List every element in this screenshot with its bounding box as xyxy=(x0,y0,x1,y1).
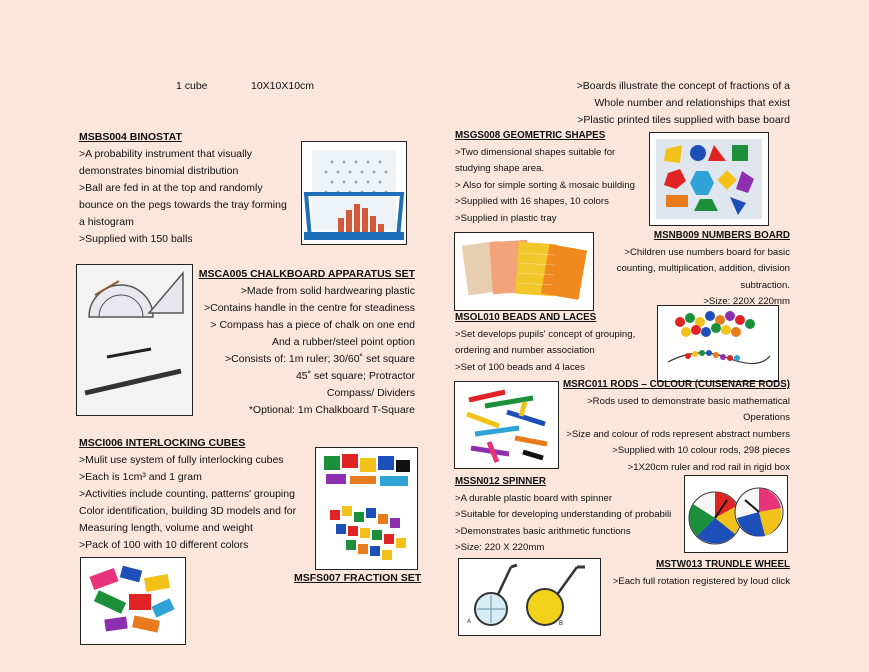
binostat-section: MSBS004 BINOSTAT >A probability instrume… xyxy=(79,129,287,248)
geometric-shapes-image xyxy=(649,132,769,226)
desc-line: Measuring length, volume and weight xyxy=(79,522,253,534)
desc-line: >Ball are fed in at the top and randomly xyxy=(79,182,263,194)
desc-line: >Size: 220X 220mm xyxy=(703,296,790,307)
desc-line: > Compass has a piece of chalk on one en… xyxy=(210,319,415,331)
desc-line: > Also for simple sorting & mosaic build… xyxy=(455,179,635,191)
numbers-board-section: MSNB009 NUMBERS BOARD >Children use numb… xyxy=(617,228,790,311)
fraction-set-image xyxy=(80,557,186,645)
desc-line: >Each full rotation registered by loud c… xyxy=(612,575,790,587)
desc-line: >Two dimensional shapes suitable for xyxy=(455,146,616,158)
rods-image xyxy=(454,381,559,469)
desc-line: demonstrates binomial distribution xyxy=(79,165,239,177)
wheel-a-caption: A xyxy=(467,619,472,625)
chalkboard-section: MSCA005 CHALKBOARD APPARATUS SET >Made f… xyxy=(199,266,415,419)
desc-line: >Supplied with 150 balls xyxy=(79,233,193,245)
desc-line: Compass/ Dividers xyxy=(326,387,415,399)
beads-image xyxy=(657,305,779,382)
desc-line: >Suitable for developing understanding o… xyxy=(455,509,672,520)
chalkboard-image xyxy=(76,264,193,416)
desc-line: And a rubber/steel point option xyxy=(271,336,415,348)
spinner-image xyxy=(684,475,788,553)
desc-line: >Supplied in plastic tray xyxy=(455,212,557,224)
fraction-desc-block: >Boards illustrate the concept of fracti… xyxy=(577,78,790,129)
desc-line: >A durable plastic board with spinner xyxy=(455,492,613,504)
desc-line: >Each is 1cm³ and 1 gram xyxy=(79,471,202,483)
desc-line: >Boards illustrate the concept of fracti… xyxy=(576,80,790,92)
product-title: MSSN012 SPINNER xyxy=(455,476,546,487)
product-title: MSCI006 INTERLOCKING CUBES xyxy=(79,437,246,449)
cubes-image xyxy=(315,447,418,570)
product-title: MSRC011 RODS – COLOUR (CUISENARE RODS) xyxy=(563,379,790,390)
wheel-b-caption: B xyxy=(559,621,564,627)
desc-line: >Pack of 100 with 10 different colors xyxy=(79,539,249,551)
desc-line: Operations xyxy=(743,412,790,423)
spinner-section: MSSN012 SPINNER >A durable plastic board… xyxy=(455,474,685,557)
beads-section: MSOL010 BEADS AND LACES >Set develops pu… xyxy=(455,310,635,376)
desc-line: >Size and colour of rods represent abstr… xyxy=(566,428,790,440)
desc-line: >Set develops pupils' concept of groupin… xyxy=(455,328,636,340)
rods-section: MSRC011 RODS – COLOUR (CUISENARE RODS) >… xyxy=(563,377,790,476)
desc-line: >1X20cm ruler and rod rail in rigid box xyxy=(627,461,790,473)
product-title: MSOL010 BEADS AND LACES xyxy=(455,312,597,323)
geometric-section: MSGS008 GEOMETRIC SHAPES >Two dimensiona… xyxy=(455,128,635,227)
trundle-section: MSTW013 TRUNDLE WHEEL >Each full rotatio… xyxy=(613,557,790,590)
desc-line: 45˚ set square; Protractor xyxy=(295,370,415,382)
product-title: MSCA005 CHALKBOARD APPARATUS SET xyxy=(198,268,415,280)
desc-line: >Size: 220 X 220mm xyxy=(455,542,545,553)
desc-line: a histogram xyxy=(79,216,134,228)
binostat-image xyxy=(301,141,407,245)
desc-line: >Demonstrates basic arithmetic functions xyxy=(455,525,631,537)
product-title: MSNB009 NUMBERS BOARD xyxy=(653,230,790,241)
desc-line: Whole number and relationships that exis… xyxy=(594,97,790,109)
desc-line: >Supplied with 16 shapes, 10 colors xyxy=(455,196,609,207)
desc-line: >A probability instrument that visually xyxy=(79,148,253,160)
desc-line: >Activities include counting, patterns' … xyxy=(79,488,295,500)
product-title: MSFS007 FRACTION SET xyxy=(294,572,422,584)
desc-line: >Set of 100 beads and 4 laces xyxy=(455,361,585,373)
cube-qty: 1 cube xyxy=(176,80,208,92)
desc-line: Color identification, building 3D models… xyxy=(79,505,297,517)
desc-line: >Rods used to demonstrate basic mathemat… xyxy=(587,395,790,407)
desc-line: >Contains handle in the centre for stead… xyxy=(203,302,415,314)
desc-line: >Children use numbers board for basic xyxy=(624,246,790,258)
desc-line: subtraction. xyxy=(740,279,790,291)
desc-line: >Mulit use system of fully interlocking … xyxy=(79,454,284,466)
product-title: MSTW013 TRUNDLE WHEEL xyxy=(656,559,790,570)
desc-line: >Supplied with 10 colour rods, 298 piece… xyxy=(612,445,790,456)
desc-line: >Plastic printed tiles supplied with bas… xyxy=(577,114,790,126)
desc-line: >Made from solid hardwearing plastic xyxy=(240,285,415,297)
trundle-wheel-image: A B xyxy=(458,558,601,636)
numbers-board-image xyxy=(454,232,594,311)
product-title: MSGS008 GEOMETRIC SHAPES xyxy=(455,130,606,141)
desc-line: studying shape area. xyxy=(455,163,545,174)
cube-size: 10X10X10cm xyxy=(251,80,315,92)
fraction-set-section: MSFS007 FRACTION SET xyxy=(294,570,421,587)
desc-line: >Consists of: 1m ruler; 30/60˚ set squar… xyxy=(225,353,415,365)
product-title: MSBS004 BINOSTAT xyxy=(79,131,182,143)
desc-line: *Optional: 1m Chalkboard T-Square xyxy=(248,404,415,416)
desc-line: ordering and number association xyxy=(455,345,595,356)
cubes-section: MSCI006 INTERLOCKING CUBES >Mulit use sy… xyxy=(79,435,296,554)
desc-line: bounce on the pegs towards the tray form… xyxy=(79,199,287,211)
desc-line: counting, multiplication, addition, divi… xyxy=(616,263,790,274)
